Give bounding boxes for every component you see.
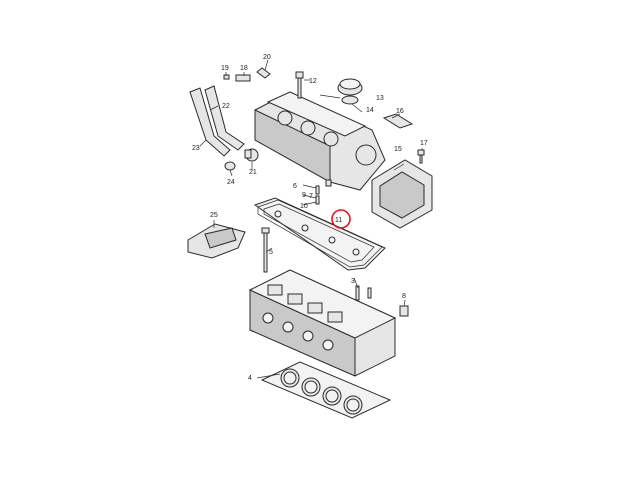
wedge-16[interactable] (382, 113, 414, 129)
pins-3[interactable] (355, 285, 372, 301)
callout-16[interactable]: 16 (396, 108, 404, 115)
callout-22[interactable]: 22 (222, 103, 230, 110)
callout-3[interactable]: 3 (351, 278, 355, 285)
callout-11[interactable]: 11 (335, 217, 342, 224)
callout-14[interactable]: 14 (366, 107, 374, 114)
callout-5[interactable]: 5 (269, 249, 273, 256)
callout-24[interactable]: 24 (227, 179, 235, 186)
valve-cover-assembly[interactable] (254, 91, 386, 191)
callout-25[interactable]: 25 (210, 212, 218, 219)
highlight-ring (331, 209, 351, 229)
callout-6[interactable]: 6 (293, 183, 297, 190)
highlight-part-11[interactable]: 11 (331, 209, 351, 229)
valve-cover-gasket[interactable] (253, 197, 386, 271)
plug-8[interactable] (399, 305, 409, 317)
callout-13[interactable]: 13 (376, 95, 384, 102)
callout-7[interactable]: 7 (309, 193, 313, 200)
callout-8[interactable]: 8 (402, 293, 406, 300)
callout-4[interactable]: 4 (248, 375, 252, 382)
sensor-21[interactable] (244, 148, 259, 162)
callout-17[interactable]: 17 (420, 140, 428, 147)
hose-20[interactable] (256, 67, 271, 79)
callout-19[interactable]: 19 (221, 65, 229, 72)
timing-cover[interactable] (371, 159, 433, 229)
connector-18[interactable] (235, 74, 251, 82)
callout-10[interactable]: 10 (300, 203, 308, 210)
bolt-17[interactable] (417, 149, 425, 164)
callout-23[interactable]: 23 (192, 145, 200, 152)
callout-9[interactable]: 9 (302, 192, 306, 199)
callout-15[interactable]: 15 (394, 146, 402, 153)
bolt-12[interactable] (295, 71, 304, 99)
leader-lines (199, 59, 423, 379)
callout-18[interactable]: 18 (240, 65, 248, 72)
oil-filler-cap[interactable] (337, 78, 363, 105)
cover-plate[interactable] (187, 223, 246, 259)
callout-12[interactable]: 12 (309, 78, 317, 85)
bolts-9-10[interactable] (315, 179, 332, 205)
bolt-19[interactable] (223, 74, 230, 80)
cylinder-head[interactable] (248, 269, 397, 377)
grommet-24[interactable] (224, 161, 236, 171)
callout-20[interactable]: 20 (263, 54, 271, 61)
callout-21[interactable]: 21 (249, 169, 257, 176)
head-gasket[interactable] (260, 361, 392, 419)
callout-labels: 4 5 6 7 9 10 3 8 12 13 14 15 16 17 18 19… (192, 54, 428, 382)
bolt-6[interactable] (261, 227, 270, 273)
